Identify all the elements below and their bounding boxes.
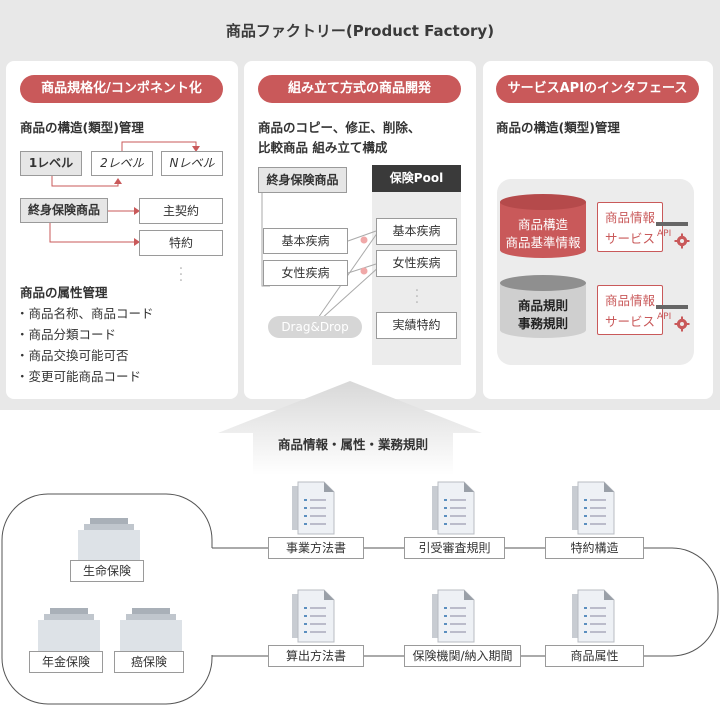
database-cylinders [500,194,586,338]
service-box-1 [597,202,663,252]
panel-service-api-pill: サービスAPIのインタフェース [496,75,699,103]
document-icon [292,589,335,643]
product-annuity-insurance: 年金保険 [29,651,103,673]
pool-ellipsis: ··· [414,283,420,311]
panel-standardization-pill: 商品規格化/コンポネント化 [20,75,223,103]
api-heading: 商品の構造(類型)管理 [496,120,620,135]
assembly-product-box: 終身保険商品 [258,167,347,193]
main-contract-box: 主契約 [139,198,223,224]
db2-label-2: 事務規則 [517,316,568,331]
pool-actual-rider: 実績特約 [376,312,457,339]
pool-female-disease: 女性疾病 [376,250,457,277]
product-whole-life-box: 終身保険商品 [20,198,108,223]
doc-underwriting-rules: 引受審査規則 [404,537,505,559]
folder-stack-icon [120,608,182,654]
db1-label-1: 商品構造 [517,217,568,232]
service-1-line2: サービス [605,231,656,246]
structure-heading: 商品の構造(類型)管理 [20,120,144,135]
left-female-disease: 女性疾病 [263,260,348,286]
attr-item: ・商品交換可能可否 [16,348,129,363]
doc-product-attributes: 商品属性 [545,645,644,667]
db1-label-2: 商品基準情報 [505,235,581,250]
left-basic-disease: 基本疾病 [263,228,348,254]
assembly-heading-2: 比較商品 組み立て構成 [258,140,388,155]
product-life-insurance: 生命保険 [70,560,144,582]
doc-rider-structure: 特約構造 [545,537,644,559]
upward-arrow [218,381,482,475]
panel-assembly-pill: 組み立て方式の商品開発 [258,75,461,103]
doc-insurance-period: 保険機関/納入期間 [404,645,521,667]
level-connectors [49,141,200,246]
document-icon [432,481,475,535]
document-icon [572,589,615,643]
level-n-box: Nレベル [161,151,223,176]
page-title: 商品ファクトリー(Product Factory) [225,22,495,40]
api-label-2: API [657,312,672,322]
folder-stack-icon [38,608,100,654]
rider-box: 特約 [139,230,223,256]
db2-label-1: 商品規則 [517,298,568,313]
attr-item: ・変更可能商品コード [16,369,142,384]
product-cancer-insurance: 癌保険 [114,651,184,673]
gear-icon [674,316,690,332]
folder-stack-icon [78,518,140,564]
document-icon [432,589,475,643]
gear-icon [674,233,690,249]
service-2-line2: サービス [605,314,656,329]
assembly-connectors [261,193,381,321]
level-2-box: 2レベル [91,151,153,176]
service-box-2 [597,285,663,335]
attribute-heading: 商品の属性管理 [20,285,108,300]
api-label-1: API [657,229,672,239]
service-1-line1: 商品情報 [605,210,656,225]
doc-business-method: 事業方法書 [268,537,364,559]
ellipsis-dots: ··· [178,261,184,289]
level-1-box: 1レベル [20,151,82,176]
service-2-line1: 商品情報 [605,293,656,308]
drag-drop-badge: Drag&Drop [268,316,362,338]
doc-calculation-method: 算出方法書 [268,645,364,667]
document-icon [572,481,615,535]
attr-item: ・商品分類コード [16,327,117,342]
assembly-heading-1: 商品のコピー、修正、削除、 [258,120,421,135]
pool-basic-disease: 基本疾病 [376,218,457,245]
api-tab-2 [656,305,688,309]
document-icon [292,481,335,535]
pool-title: 保険Pool [372,165,461,192]
attr-item: ・商品名称、商品コード [16,306,154,321]
arrow-label: 商品情報・属性・業務規則 [277,437,428,452]
api-tab-1 [656,222,688,226]
